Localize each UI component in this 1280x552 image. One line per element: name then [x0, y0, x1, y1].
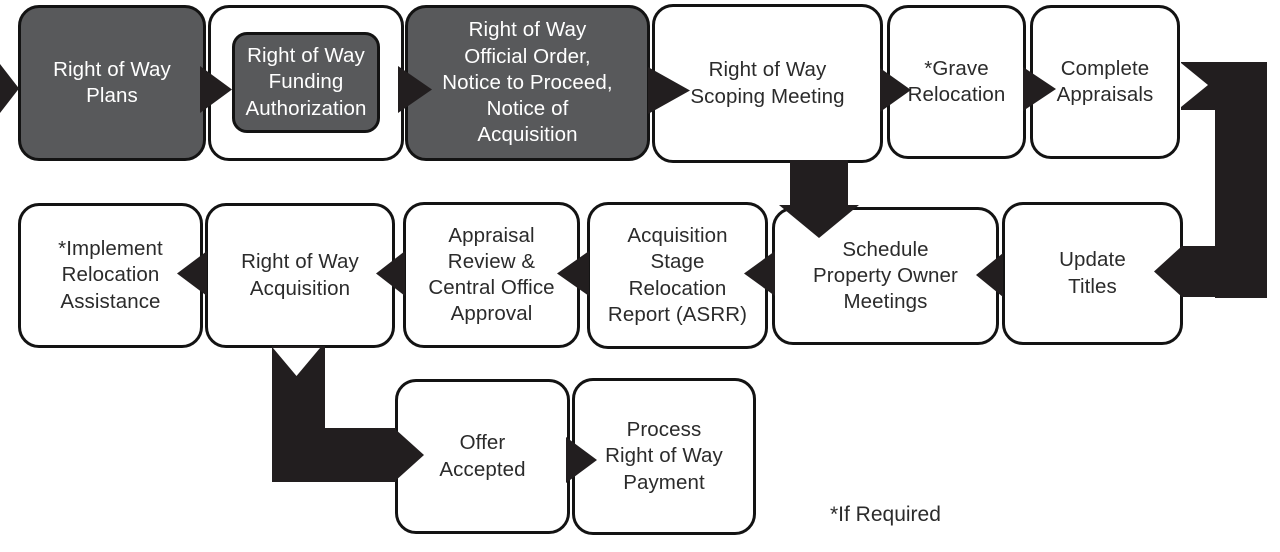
node-implement-relocation-assistance: *Implement Relocation Assistance: [18, 203, 203, 348]
connector-horizontal-arm: [272, 428, 396, 482]
node-acquisition-stage-relocation-report: Acquisition Stage Relocation Report (ASR…: [587, 202, 768, 349]
node-label: Acquisition Stage Relocation Report (ASR…: [607, 224, 748, 326]
node-label: Right of Way Scoping Meeting: [690, 58, 845, 108]
node-right-of-way-plans: Right of Way Plans: [18, 5, 206, 161]
arrow-shaft: [790, 160, 848, 207]
node-complete-appraisals: Complete Appraisals: [1030, 5, 1180, 159]
node-right-of-way-official-order: Right of Way Official Order, Notice to P…: [405, 5, 650, 161]
node-update-titles: Update Titles: [1002, 202, 1183, 345]
node-grave-relocation: *Grave Relocation: [887, 5, 1026, 159]
node-offer-accepted: Offer Accepted: [395, 379, 570, 534]
node-schedule-property-owner-meetings: Schedule Property Owner Meetings: [772, 207, 999, 345]
node-label: Process Right of Way Payment: [605, 418, 723, 494]
node-label: Offer Accepted: [439, 431, 526, 481]
node-right-of-way-funding-authorization-inner: Right of Way Funding Authorization: [232, 32, 380, 133]
node-label: Complete Appraisals: [1056, 56, 1154, 106]
node-right-of-way-acquisition: Right of Way Acquisition: [205, 203, 395, 348]
node-right-of-way-funding-authorization: Right of Way Funding Authorization: [208, 5, 404, 161]
node-label: Appraisal Review & Central Office Approv…: [428, 223, 555, 326]
node-appraisal-review-central-office-approval: Appraisal Review & Central Office Approv…: [403, 202, 580, 348]
node-label: Schedule Property Owner Meetings: [813, 237, 958, 314]
connector-bottom-arm: [1181, 246, 1267, 297]
node-label: Right of Way Official Order, Notice to P…: [442, 18, 613, 147]
node-process-right-of-way-payment: Process Right of Way Payment: [572, 378, 756, 535]
node-label: Right of Way Plans: [53, 57, 171, 107]
node-label: *Grave Relocation: [907, 56, 1006, 106]
arrow-into-plans-icon: [0, 64, 19, 113]
node-label: *Implement Relocation Assistance: [58, 237, 163, 313]
node-label: Right of Way Funding Authorization: [245, 44, 367, 120]
node-right-of-way-scoping-meeting: Right of Way Scoping Meeting: [652, 4, 883, 163]
node-label: Update Titles: [1059, 248, 1126, 298]
node-label: Right of Way Acquisition: [241, 250, 359, 300]
footnote-if-required: *If Required: [830, 503, 941, 526]
